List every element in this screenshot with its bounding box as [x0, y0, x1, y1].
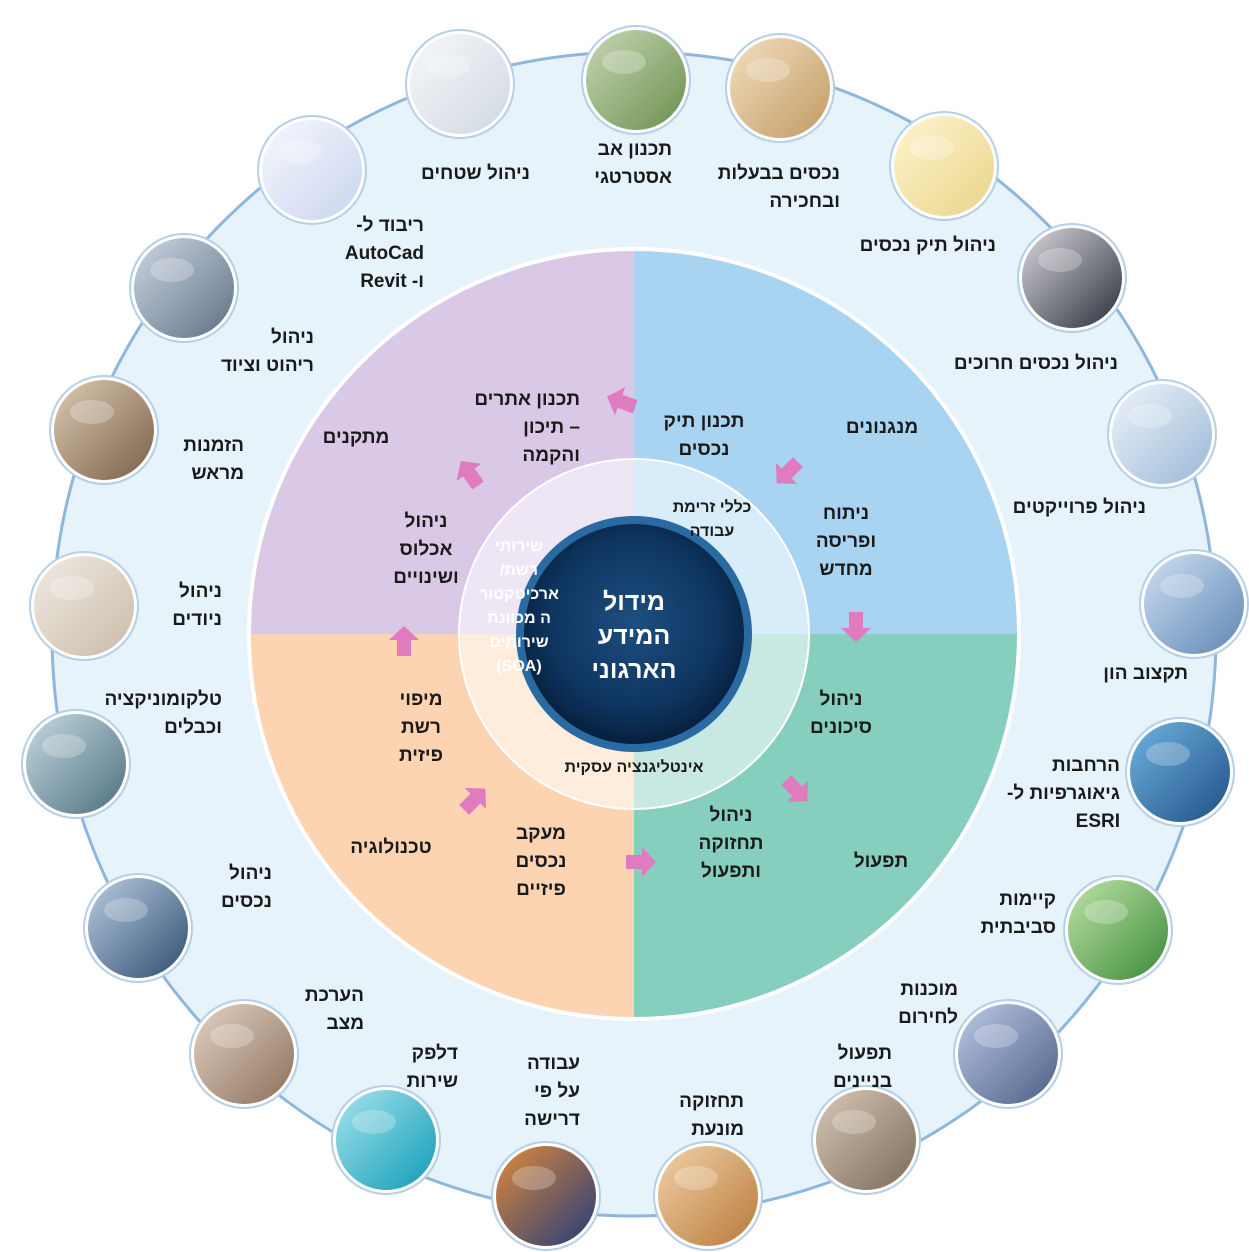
outer-label-on-demand-work: עבודה על פי דרישה: [524, 1053, 580, 1130]
outer-label-autocad-revit-layering: ריבוד ל- AutoCad ו- Revit: [344, 215, 424, 292]
outer-label-furniture-equipment: ניהול ריהוט וציוד: [220, 327, 314, 376]
call-center-agent-photo-icon: [331, 1085, 441, 1195]
outer-label-building-operations: תפעול בניינים: [832, 1043, 892, 1092]
core-label: מידול המידע הארגוני: [591, 588, 677, 684]
outer-label-moves-management: ניהול ניודים: [172, 581, 222, 630]
outer-label-telecom-cabling: טלקומוניקציה וכבלים: [104, 689, 222, 738]
outer-label-emergency-readiness: מוכנות לחירום: [898, 979, 958, 1028]
office-space-for-lease-sign-icon: [1017, 223, 1127, 333]
main-disc-border: [247, 247, 1021, 1021]
outer-label-service-desk: דלפק שירות: [406, 1043, 458, 1092]
physical-network-mapping-label: מיפוי רשת פיזית: [398, 689, 444, 766]
portfolio-planning-label: תכנון תיק נכסים: [663, 411, 745, 460]
technology-label: טכנולוגיה: [350, 837, 432, 858]
world-map-photo-icon: [1125, 717, 1235, 827]
facilities-label: מתקנים: [322, 427, 390, 448]
telecom-room-photo-icon: [21, 709, 131, 819]
aerial-city-photo-icon: [581, 25, 691, 135]
outer-label-condition-assessment: הערכת מצב: [304, 985, 364, 1034]
arrow-group: [389, 387, 871, 877]
outer-label-project-management: ניהול פרוייקטים: [1012, 497, 1146, 518]
outer-label-owned-leased-assets: נכסים בבעלות ובחכירה: [717, 163, 840, 212]
physical-asset-tracking-label: מעקב נכסים פיזיים: [515, 823, 567, 900]
office-corridor-photo-icon: [405, 29, 515, 139]
site-planning-label: תכנון אתרים – תיכון והקמה: [474, 389, 580, 466]
flow-arrow: [456, 460, 484, 490]
operations-label: תפעול: [853, 851, 909, 872]
outer-label-capital-budgeting: תקצוב הון: [1103, 663, 1188, 684]
outer-label-preventive-maintenance: תחזוקה מונעת: [679, 1091, 744, 1140]
outer-label-strategic-master-plan: תכנון אב אסטרטגי: [594, 139, 672, 188]
office-furniture-photo-icon: [129, 233, 239, 343]
risk-management-label: ניהול סיכונים: [809, 689, 873, 738]
mover-photo-icon: [29, 551, 139, 661]
flow-arrow: [775, 457, 803, 485]
maintenance-worker-photo-icon: [653, 1141, 763, 1251]
flow-arrow: [459, 787, 487, 815]
flow-arrow: [626, 847, 656, 877]
outer-label-esri-extensions: הרחבות גיאוגרפיות ל- ESRI: [1007, 755, 1120, 832]
presenter-photo-icon: [189, 999, 299, 1109]
outer-label-space-management: ניהול שטחים: [421, 163, 530, 184]
core-circle: [524, 524, 744, 744]
outer-label-portfolio-management: ניהול תיק נכסים: [859, 235, 996, 256]
computer-workstation-photo-icon: [83, 873, 193, 983]
workflow-rules-label: כללי זרימת עבודה: [672, 499, 752, 540]
turbine-engine-photo-icon: [491, 1141, 601, 1251]
cad-floor-plan-icon: [257, 115, 367, 225]
skyscraper-photo-icon: [725, 33, 835, 143]
lightning-storm-photo-icon: [953, 999, 1063, 1109]
flow-arrow: [606, 387, 638, 416]
outer-label-reservations: הזמנות מראש: [183, 435, 244, 484]
photo-group: [21, 25, 1249, 1251]
mechanisms-label: מנגנונים: [845, 417, 919, 438]
occupancy-management-label: ניהול אכלוס ושינויים: [393, 511, 459, 588]
outer-label-asset-management: ניהול נכסים: [220, 863, 272, 912]
analysis-redeployment-label: ניתוח ופריסה מחדש: [815, 503, 877, 580]
maintenance-operations-label: ניהול תחזוקה ותפעול: [698, 805, 764, 882]
business-intelligence-label: אינטליגנציה עסקית: [564, 759, 704, 776]
technician-photo-icon: [811, 1085, 921, 1195]
soa-label: שירותי רשת/ ארכיטקטור ה מכוונת שירותים (…: [479, 538, 559, 675]
flow-arrow: [389, 626, 419, 656]
street-map-photo-icon: [889, 111, 999, 221]
flow-arrow: [841, 612, 871, 642]
building-columns-photo-icon: [1139, 549, 1249, 659]
project-gantt-chart-icon: [1107, 379, 1217, 489]
outer-label-vacant-assets: ניהול נכסים חרוכים: [953, 353, 1118, 374]
outer-label-sustainability: קיימות סביבתית: [980, 889, 1056, 938]
recycle-icon: [1063, 875, 1173, 985]
flow-arrow: [781, 775, 809, 803]
meeting-room-photo-icon: [49, 375, 159, 485]
